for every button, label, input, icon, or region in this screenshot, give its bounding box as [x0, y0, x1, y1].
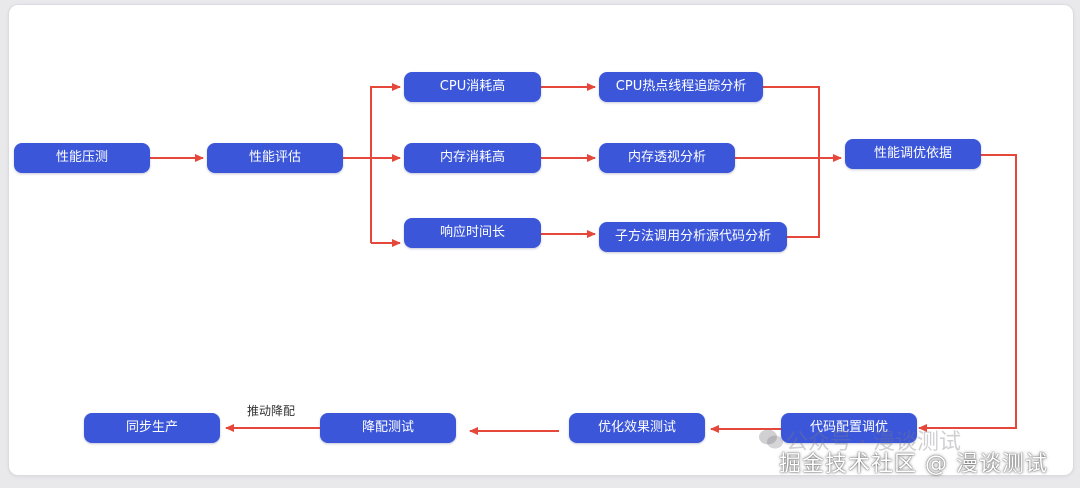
- arrow-branch-to-cpu: [370, 83, 401, 243]
- edge-label-push-downgrade: 推动降配: [247, 404, 296, 418]
- node-response-long: 响应时间长: [404, 218, 541, 248]
- watermark-juejin: 掘金技术社区 @ 漫谈测试: [779, 452, 1048, 477]
- arrow-hotspot-merge: [763, 86, 820, 238]
- node-sync-production: 同步生产: [84, 413, 220, 443]
- node-perf-evaluation: 性能评估: [207, 143, 343, 173]
- arrow-basis-to-tuning: [918, 154, 1017, 432]
- node-memory-high: 内存消耗高: [404, 143, 541, 173]
- node-tuning-basis: 性能调优依据: [845, 139, 981, 169]
- wechat-icon: [759, 429, 783, 449]
- node-tuning-effect-test: 优化效果测试: [569, 413, 705, 443]
- node-cpu-high: CPU消耗高: [404, 72, 541, 102]
- node-downgrade-test: 降配测试: [320, 413, 456, 443]
- node-code-config-tuning: 代码配置调优: [781, 413, 917, 443]
- node-cpu-hotspot-trace: CPU热点线程追踪分析: [599, 72, 763, 102]
- watermark-wechat-account: 公众号 · 漫谈测试: [786, 430, 961, 455]
- node-submethod-call-analysis: 子方法调用分析源代码分析: [599, 222, 787, 252]
- node-perf-stress-test: 性能压测: [14, 143, 150, 173]
- node-memory-perspective: 内存透视分析: [599, 143, 735, 173]
- diagram-canvas: [8, 4, 1074, 476]
